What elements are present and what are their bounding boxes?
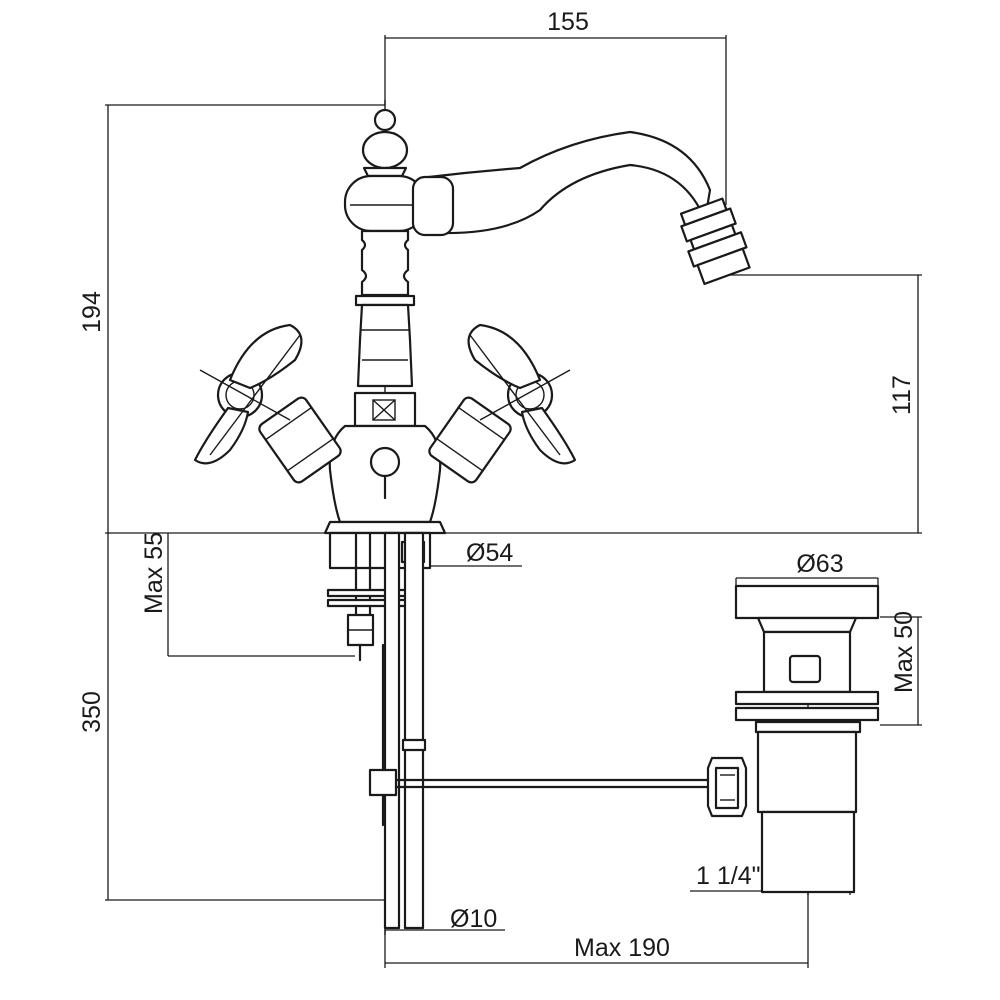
dim-waste-thread: 1 1/4"	[696, 862, 760, 890]
dim-max-reach: Max 190	[574, 934, 670, 962]
dim-max-deck: Max 55	[140, 532, 168, 614]
right-cross-handle	[428, 323, 577, 484]
dim-total-height: 194	[78, 291, 106, 333]
dim-waste-flange: Ø63	[796, 550, 843, 578]
pop-up-waste	[706, 584, 880, 894]
spout	[411, 130, 751, 286]
faucet-body	[323, 108, 447, 535]
dimension-lines	[105, 35, 922, 968]
dim-spout-height: 117	[888, 375, 916, 415]
dim-base-diameter: Ø54	[466, 539, 513, 567]
dimension-labels: 155 194 117 Ø54 Max 55 350 Ø63 Max 50 1 …	[78, 8, 918, 962]
dim-waste-max: Max 50	[890, 611, 918, 693]
dim-spout-reach: 155	[547, 8, 589, 36]
mounting-assembly	[326, 531, 712, 930]
dim-rod-diameter: Ø10	[450, 905, 497, 933]
left-cross-handle	[193, 323, 342, 484]
dim-tail-length: 350	[78, 691, 106, 733]
